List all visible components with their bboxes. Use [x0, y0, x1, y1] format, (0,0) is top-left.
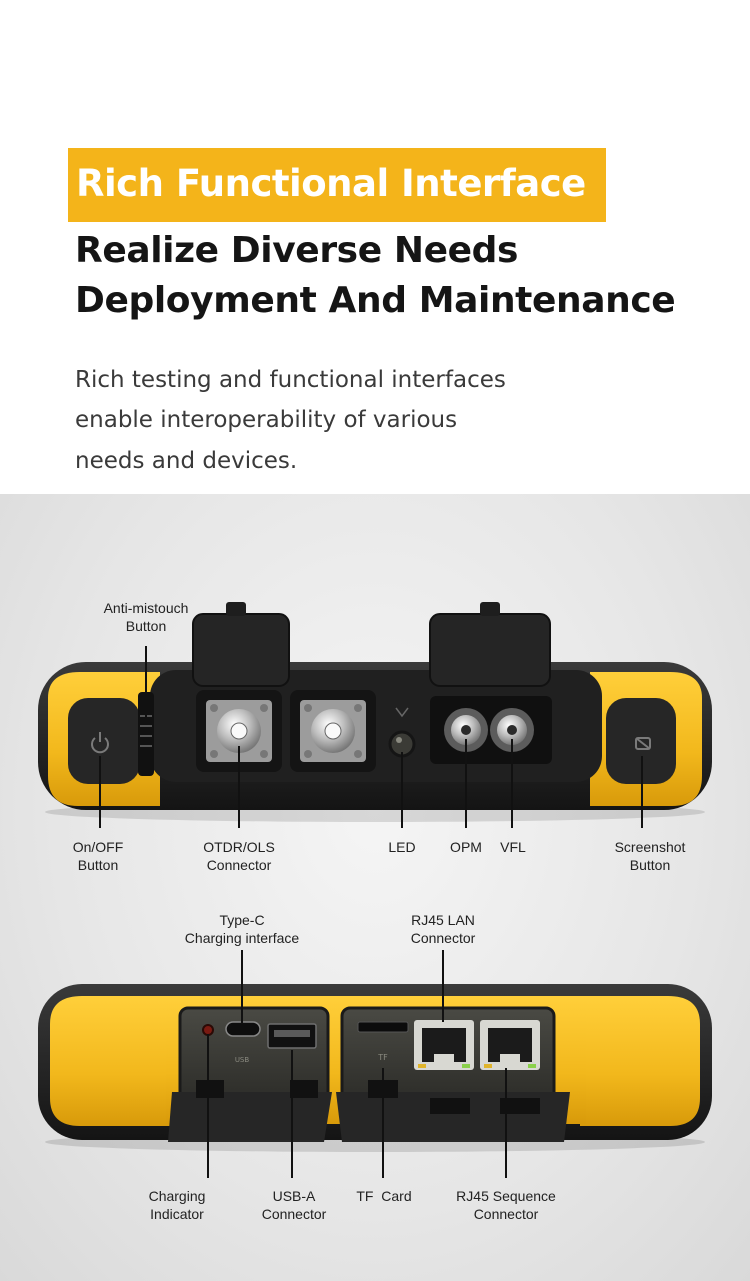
type-c-port: [225, 1021, 261, 1037]
product-stage: USB TF: [0, 494, 750, 1281]
description-line-2: enable interoperability of various: [75, 407, 458, 433]
top-device: [38, 602, 712, 828]
label-rj45-sequence: RJ45 Sequence Connector: [456, 1188, 556, 1222]
top-leader-lines: [99, 646, 643, 828]
label-on-off-button: On/OFF Button: [72, 839, 124, 873]
opm-port: [444, 708, 488, 752]
anti-mistouch-ridges: [138, 692, 154, 776]
description-line-1: Rich testing and functional interfaces: [75, 367, 506, 393]
description-line-3: needs and devices.: [75, 448, 298, 474]
screenshot-icon: [635, 737, 651, 750]
otdr-connector-2: [290, 690, 376, 772]
charging-indicator-light: [202, 1024, 214, 1036]
bottom-device: USB TF: [38, 950, 712, 1178]
title-tag-background: [68, 148, 606, 222]
otdr-connector-1: [196, 690, 282, 772]
label-anti-mistouch: Anti-mistouch Button: [103, 600, 189, 634]
usb-mark: USB: [235, 1056, 250, 1064]
label-rj45-lan: RJ45 LAN Connector: [410, 912, 476, 946]
rj45-sequence-port: [480, 1020, 540, 1070]
bottom-leader-lines: [207, 950, 507, 1178]
label-type-c: Type-C Charging interface: [184, 912, 300, 946]
label-tf-card: TF Card: [356, 1188, 412, 1204]
headline-line-2: Deployment And Maintenance: [75, 280, 676, 321]
headline-line-1: Realize Diverse Needs: [75, 230, 519, 271]
tf-card-slot: [357, 1021, 409, 1033]
label-led: LED: [388, 839, 416, 855]
tf-mark: TF: [377, 1053, 388, 1062]
label-charging-indicator: Charging Indicator: [148, 1188, 206, 1222]
title-tag: Rich Functional Interface: [76, 162, 586, 205]
label-opm: OPM: [450, 839, 482, 855]
power-icon: [91, 732, 109, 754]
label-screenshot-button: Screenshot Button: [614, 839, 686, 873]
vfl-port: [490, 708, 534, 752]
label-usb-a: USB-A Connector: [261, 1188, 327, 1222]
label-otdr-ols-connector: OTDR/OLS Connector: [203, 839, 275, 873]
label-vfl: VFL: [500, 839, 526, 855]
device-illustration: USB TF: [38, 602, 712, 1178]
rj45-lan-port: [414, 1020, 474, 1070]
